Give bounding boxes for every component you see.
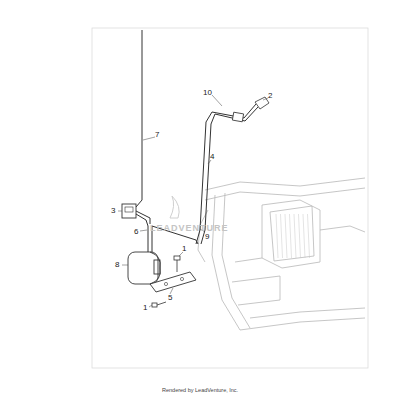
callout-number: 2	[268, 92, 272, 100]
ring-terminal	[255, 97, 269, 109]
frame-fin	[285, 214, 287, 258]
connector	[122, 204, 136, 218]
connector-latch	[125, 207, 133, 212]
wiring-harness	[136, 30, 258, 252]
frame-fin	[290, 214, 292, 258]
watermark-logo	[170, 196, 179, 218]
mounting-bracket	[150, 272, 196, 292]
callout-number: 1	[143, 304, 147, 312]
motorcycle-frame	[198, 178, 365, 330]
frame-fin	[276, 214, 278, 258]
frame-fin	[308, 214, 310, 258]
callout-number: 7	[155, 131, 159, 139]
leader-lines	[118, 95, 268, 307]
callout-number: 8	[115, 261, 119, 269]
footer-credit: Rendered by LeadVenture, Inc.	[162, 388, 238, 394]
frame-border	[92, 28, 368, 368]
frame-fin	[294, 214, 296, 258]
frame-fin	[299, 214, 301, 258]
bracket-hole	[164, 282, 167, 285]
frame-fin	[281, 214, 283, 258]
callout-number: 5	[168, 294, 172, 302]
callout-number: 10	[203, 89, 212, 97]
frame-fins	[276, 214, 310, 258]
callout-number: 1	[182, 245, 186, 253]
callout-number: 9	[205, 233, 209, 241]
wire-boot	[232, 112, 243, 122]
frame-fin	[303, 214, 305, 258]
screw	[152, 256, 180, 307]
callout-number: 4	[210, 153, 214, 161]
callout-number: 3	[111, 207, 115, 215]
watermark: LEADVENTURE	[150, 224, 229, 233]
callout-number: 6	[134, 228, 138, 236]
bracket-hole	[180, 277, 183, 280]
solenoid	[128, 252, 160, 284]
